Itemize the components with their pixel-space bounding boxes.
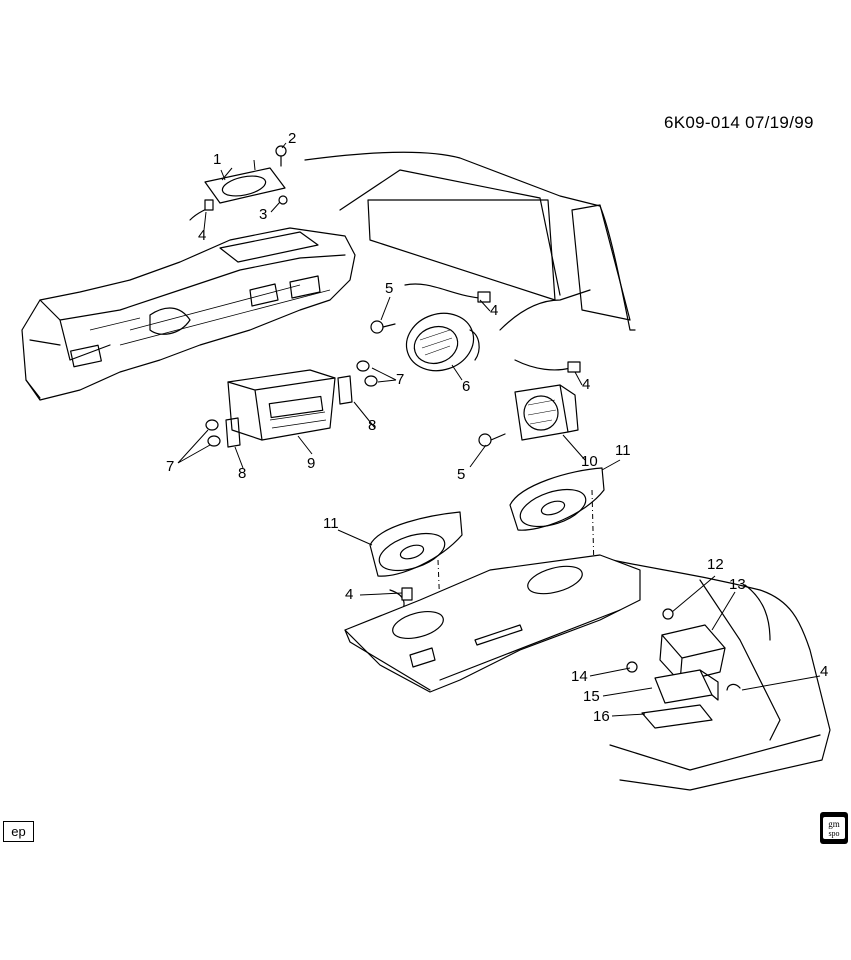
amplifier-module [659,624,726,683]
wiring-connector [189,199,741,691]
callout-4: 4 [490,302,499,319]
callout-4: 4 [582,376,591,393]
vehicle-body-outline [304,151,831,791]
callout-8: 8 [238,465,247,482]
callout-5: 5 [385,280,394,297]
rear-speaker [514,384,579,441]
callout-12: 12 [707,556,724,573]
rear-package-shelf [344,554,641,693]
callout-6: 6 [462,378,471,395]
door-speaker [405,312,480,372]
gm-spo-logo-icon: gm spo [820,812,848,844]
ep-tag: ep [3,821,34,842]
callout-9: 9 [307,455,316,472]
callout-1: 1 [213,151,222,168]
drawing-code: 6K09-014 07/19/99 [664,113,814,132]
screw-icon [275,145,288,205]
callout-15: 15 [583,688,600,705]
oval-speaker-left [369,511,463,577]
oval-speaker-right [509,467,605,531]
assembly-lines [437,489,595,611]
instrument-panel [21,227,356,401]
bolt-icon [370,320,506,447]
screw-icon [626,608,674,673]
callout-2: 2 [288,130,297,147]
callout-14: 14 [571,668,588,685]
callout-7: 7 [396,371,405,388]
callout-16: 16 [593,708,610,725]
callout-4: 4 [820,663,829,680]
callout-13: 13 [729,576,746,593]
callout-8: 8 [368,417,377,434]
callout-7: 7 [166,458,175,475]
mounting-bracket [641,669,719,729]
nut-icon [205,360,378,448]
callout-leaders [177,142,821,717]
callout-11: 11 [615,442,631,459]
callout-4: 4 [198,227,207,244]
callout-4: 4 [345,586,354,603]
radio-receiver [227,369,336,441]
svg-text:gm: gm [828,819,840,829]
callout-3: 3 [259,206,268,223]
dash-speaker [204,159,286,204]
callout-10: 10 [581,453,598,470]
callout-5: 5 [457,466,466,483]
callout-11: 11 [323,515,339,532]
svg-text:spo: spo [828,829,839,838]
